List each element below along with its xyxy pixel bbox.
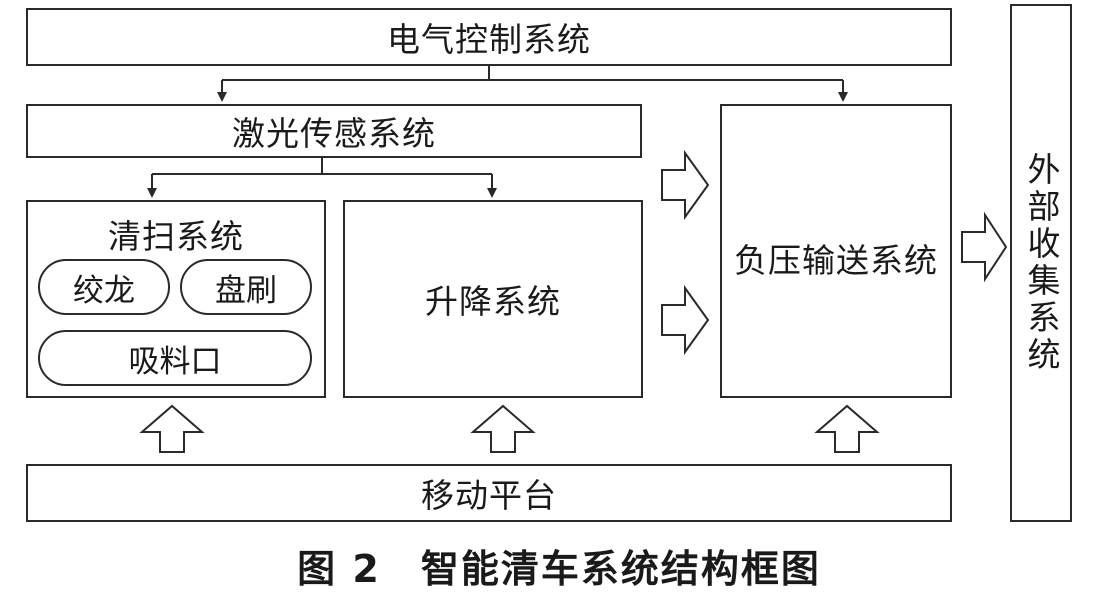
- laser-sensing-label: 激光传感系统: [232, 114, 436, 153]
- auger-label: 绞龙: [73, 272, 135, 309]
- up-arrow-lifting: [470, 404, 536, 453]
- figure-caption: 图 2 智能清车系统结构框图: [297, 547, 821, 591]
- right-arrow-upper: [661, 149, 710, 221]
- up-arrow-negative-pressure: [814, 404, 880, 453]
- lifting-system-label: 升降系统: [425, 282, 561, 321]
- brush-label: 盘刷: [215, 272, 277, 309]
- control-connector: [217, 66, 848, 102]
- negative-pressure-box: 负压输送系统: [720, 104, 952, 398]
- negative-pressure-label: 负压输送系统: [734, 241, 938, 280]
- mobile-platform-box: 移动平台: [26, 464, 952, 522]
- right-arrow-external: [961, 211, 1008, 283]
- auger-pill: 绞龙: [38, 259, 170, 315]
- brush-pill: 盘刷: [180, 259, 312, 315]
- cleaning-system-label: 清扫系统: [108, 217, 244, 256]
- inlet-label: 吸料口: [128, 343, 222, 380]
- up-arrow-cleaning: [139, 404, 205, 453]
- right-arrow-lower: [661, 284, 710, 356]
- laser-sensing-box: 激光传感系统: [26, 104, 642, 158]
- sensing-connector: [147, 158, 497, 198]
- external-collection-label: 外部收集系统: [1022, 152, 1061, 374]
- electrical-control-box: 电气控制系统: [26, 8, 952, 66]
- mobile-platform-label: 移动平台: [421, 476, 557, 515]
- electrical-control-label: 电气控制系统: [387, 20, 591, 59]
- inlet-pill: 吸料口: [38, 330, 312, 386]
- lifting-system-box: 升降系统: [343, 200, 643, 398]
- external-collection-box: 外部收集系统: [1010, 4, 1072, 522]
